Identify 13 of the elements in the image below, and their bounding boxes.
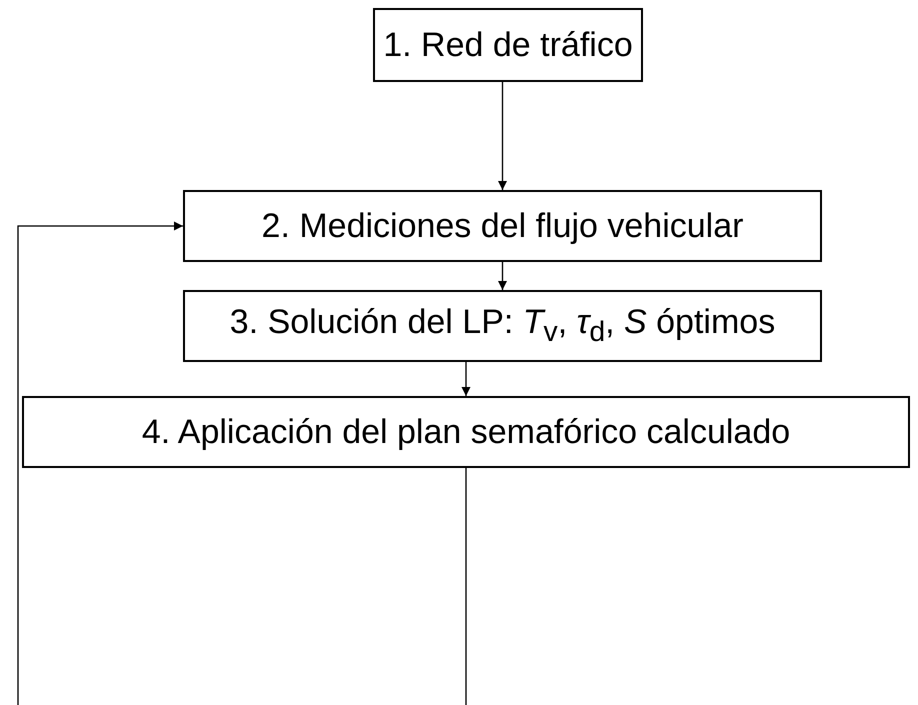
connector-line [465, 468, 467, 705]
box-label: 1. Red de tráfico [383, 26, 633, 64]
box-label: 4. Aplicación del plan semafórico calculado [142, 412, 790, 452]
process-box [373, 8, 643, 82]
process-box [183, 290, 822, 362]
arrow [461, 362, 471, 396]
box-label: 2. Mediciones del flujo vehicular [262, 206, 744, 246]
arrow [498, 82, 508, 190]
arrow [17, 221, 183, 705]
arrow [498, 262, 508, 290]
box-label: 3. Solución del LP: T$_{v}$, τ$_{d}$, S óptimos [230, 303, 776, 349]
process-box [22, 396, 910, 468]
process-box [183, 190, 822, 262]
